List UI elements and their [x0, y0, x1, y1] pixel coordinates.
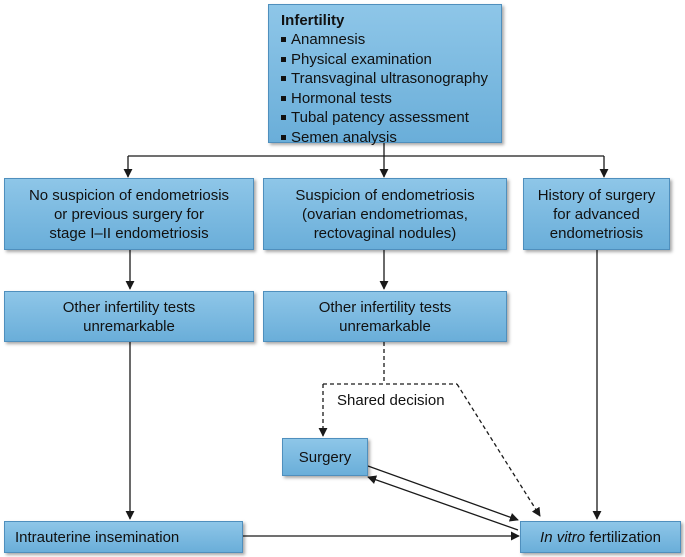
- edge-dashed-to-ivf: [456, 383, 541, 517]
- node-iui: Intrauterine insemination: [4, 521, 243, 553]
- edge-surgery-to-ivf: [367, 465, 519, 522]
- edge-label-shared-decision: Shared decision: [335, 392, 447, 409]
- node-infertility-title: Infertility: [281, 12, 345, 29]
- list-item: Tubal patency assessment: [281, 108, 501, 128]
- node-infertility: Infertility Anamnesis Physical examinati…: [268, 4, 502, 146]
- list-item: Transvaginal ultrasonography: [281, 69, 501, 89]
- node-ivf-label: In vitro fertilization: [540, 528, 661, 546]
- list-item: Anamnesis: [281, 30, 501, 50]
- node-ivf: In vitro fertilization: [520, 521, 681, 553]
- list-item: Hormonal tests: [281, 89, 501, 109]
- list-item: Semen analysis: [281, 128, 501, 148]
- bullet-icon: [281, 134, 286, 140]
- bullet-icon: [281, 95, 286, 101]
- node-tests-left: Other infertility tests unremarkable: [4, 291, 254, 342]
- bullet-icon: [281, 115, 286, 121]
- node-tests-mid: Other infertility tests unremarkable: [263, 291, 507, 342]
- node-no-suspicion: No suspicion of endometriosis or previou…: [4, 178, 254, 250]
- bullet-icon: [281, 56, 286, 62]
- list-item: Physical examination: [281, 50, 501, 70]
- bullet-icon: [281, 37, 286, 43]
- edge-ivf-to-surgery: [367, 475, 519, 531]
- node-history: History of surgery for advanced endometr…: [523, 178, 670, 250]
- bullet-icon: [281, 76, 286, 82]
- node-infertility-list: Anamnesis Physical examination Transvagi…: [281, 30, 501, 147]
- node-surgery: Surgery: [282, 438, 368, 476]
- node-suspicion: Suspicion of endometriosis (ovarian endo…: [263, 178, 507, 250]
